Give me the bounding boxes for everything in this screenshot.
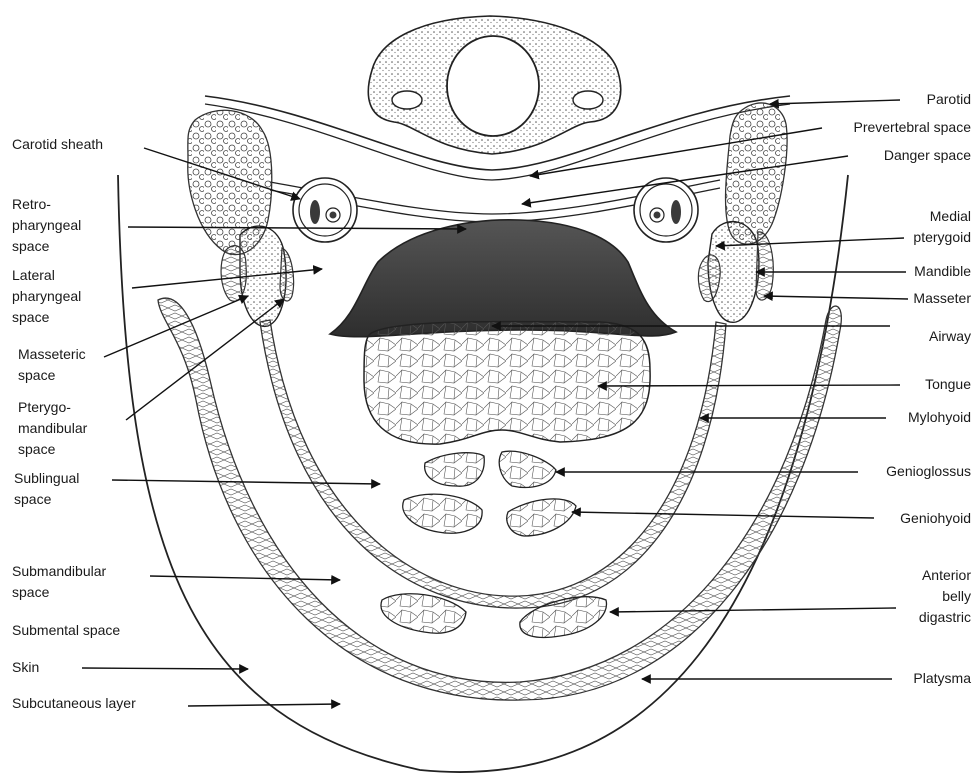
label-masseteric-space: Masseteric space <box>18 344 86 386</box>
label-skin: Skin <box>12 657 39 678</box>
carotid-sheath-right <box>634 178 698 242</box>
label-medial-pterygoid: Medial pterygoid <box>913 206 971 248</box>
label-carotid-sheath: Carotid sheath <box>12 134 103 155</box>
label-mylohyoid: Mylohyoid <box>908 407 971 428</box>
label-subcutaneous-layer: Subcutaneous layer <box>12 693 136 714</box>
label-masseter: Masseter <box>913 288 971 309</box>
label-airway: Airway <box>929 326 971 347</box>
label-sublingual-space: Sublingual space <box>14 468 79 510</box>
label-mandible: Mandible <box>914 261 971 282</box>
genioglossus-left <box>425 453 485 487</box>
label-lateral-pharyngeal-space: Lateral pharyngeal space <box>12 265 81 328</box>
label-tongue: Tongue <box>925 374 971 395</box>
label-platysma: Platysma <box>913 668 971 689</box>
vertebra <box>368 16 620 154</box>
label-parotid: Parotid <box>927 89 971 110</box>
carotid-sheath-left <box>293 178 357 242</box>
tongue <box>364 322 650 445</box>
geniohyoid-right <box>507 499 576 536</box>
label-anterior-belly-digastric: Anterior belly digastric <box>919 565 971 628</box>
label-genioglossus: Genioglossus <box>886 461 971 482</box>
label-submandibular-space: Submandibular space <box>12 561 106 603</box>
airway <box>330 220 676 337</box>
geniohyoid-left <box>403 494 482 533</box>
label-retropharyngeal-space: Retro- pharyngeal space <box>12 194 81 257</box>
label-pterygomandibular-space: Pterygo- mandibular space <box>18 397 87 460</box>
label-prevertebral-space: Prevertebral space <box>853 117 971 138</box>
label-danger-space: Danger space <box>884 145 971 166</box>
label-geniohyoid: Geniohyoid <box>900 508 971 529</box>
genioglossus-right <box>499 451 556 487</box>
label-submental-space: Submental space <box>12 620 120 641</box>
digastric-left <box>381 594 466 633</box>
